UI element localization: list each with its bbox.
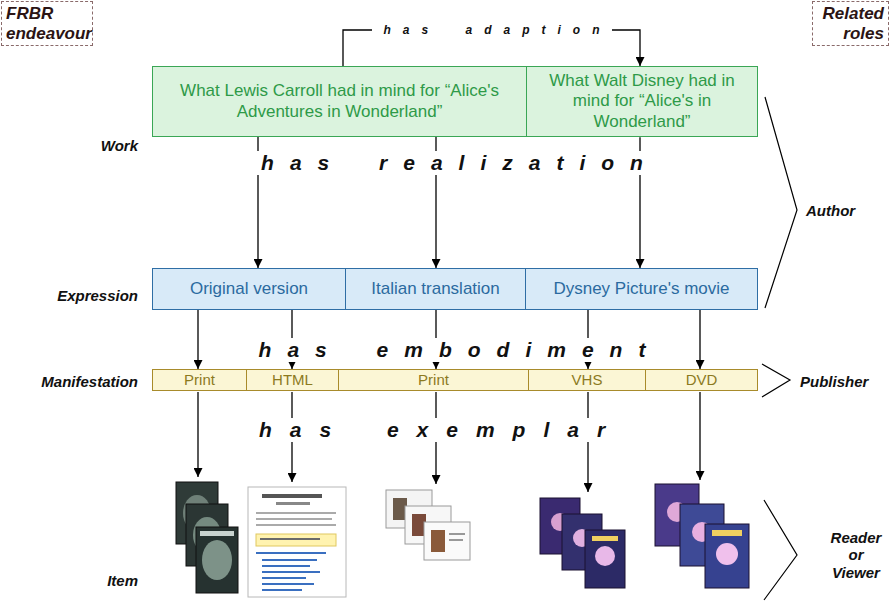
relation-arrow	[197, 310, 198, 369]
dvd-cases-illustration	[655, 484, 749, 588]
book-stack-illustration	[176, 482, 238, 593]
role-label: Reader or Viewer	[824, 529, 888, 581]
relation-arrow	[699, 310, 700, 369]
relation-label: has realization	[245, 151, 659, 175]
print-pages-illustration	[386, 490, 470, 560]
role-label: Author	[806, 202, 855, 219]
role-label: Manifestation	[41, 373, 138, 390]
edge-label: has adaption	[371, 23, 611, 37]
dashed-note-box: Related roles	[812, 1, 889, 46]
work-box: What Walt Disney had in mind for “Alice'…	[526, 66, 758, 137]
web-page-illustration	[248, 487, 346, 597]
box-text: Print	[157, 371, 242, 389]
box-text: HTML	[251, 371, 334, 389]
expression-box: Original version	[152, 268, 346, 310]
manifestation-box: Print	[152, 369, 247, 391]
work-box: What Lewis Carroll had in mind for “Alic…	[152, 66, 527, 137]
box-text: Italian translation	[352, 279, 519, 299]
exemplar-arrow	[197, 392, 198, 477]
author-bracket	[765, 97, 797, 308]
role-label: Expression	[57, 287, 138, 304]
exemplar-arrow	[699, 392, 700, 480]
role-label: Item	[107, 572, 138, 589]
relation-label: has embodiment	[243, 338, 662, 362]
box-text: VHS	[533, 371, 641, 389]
reader-bracket	[764, 500, 797, 600]
box-text: What Walt Disney had in mind for “Alice'…	[535, 71, 749, 132]
publisher-bracket	[762, 364, 790, 397]
box-text: Related roles	[817, 4, 884, 43]
box-text: Dysney Picture's movie	[532, 279, 751, 299]
vhs-cases-illustration	[540, 498, 625, 588]
role-brackets	[762, 97, 797, 600]
exemplar-arrow	[587, 392, 588, 492]
box-text: Original version	[159, 279, 339, 299]
expression-box: Dysney Picture's movie	[525, 268, 758, 310]
exemplar-arrows	[198, 392, 700, 492]
manifestation-box: DVD	[645, 369, 758, 391]
role-label: Work	[101, 137, 138, 154]
box-text: Print	[343, 371, 524, 389]
dashed-note-box: FRBR endeavour	[1, 1, 93, 46]
role-label: Publisher	[800, 373, 868, 390]
box-text: What Lewis Carroll had in mind for “Alic…	[161, 81, 518, 122]
manifestation-box: HTML	[246, 369, 339, 391]
relation-label: has exemplar	[241, 418, 623, 442]
expression-box: Italian translation	[345, 268, 526, 310]
box-text: DVD	[650, 371, 753, 389]
manifestation-box: Print	[338, 369, 529, 391]
box-text: FRBR endeavour	[6, 4, 88, 43]
manifestation-box: VHS	[528, 369, 646, 391]
